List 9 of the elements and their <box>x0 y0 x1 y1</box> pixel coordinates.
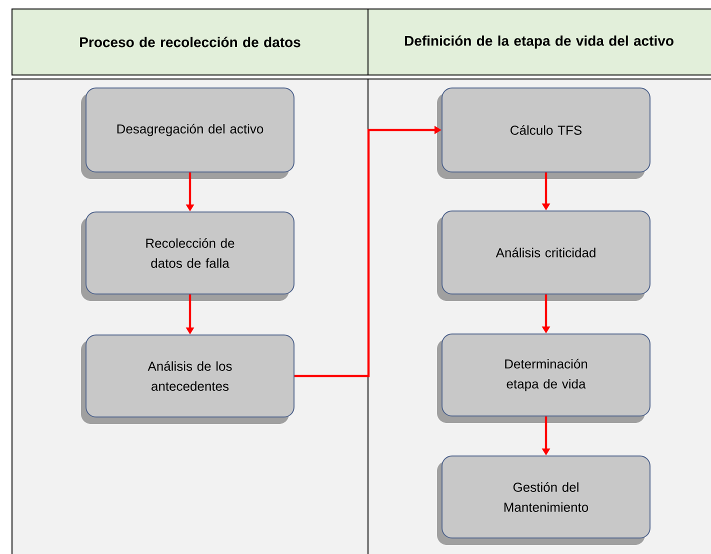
process-box: Análisis de los antecedentes <box>81 334 294 424</box>
process-box: Determinación etapa de vida <box>437 334 650 423</box>
header-cell: Proceso de recolección de datos <box>12 8 368 76</box>
process-box: Desagregación del activo <box>81 88 294 179</box>
process-box: Recolección de datos de falla <box>81 212 294 301</box>
process-box: Gestión del Mantenimiento <box>437 456 650 545</box>
header-cell: Definición de la etapa de vida del activo <box>368 8 711 76</box>
process-box: Cálculo TFS <box>437 88 650 179</box>
process-box: Análisis criticidad <box>437 210 650 301</box>
